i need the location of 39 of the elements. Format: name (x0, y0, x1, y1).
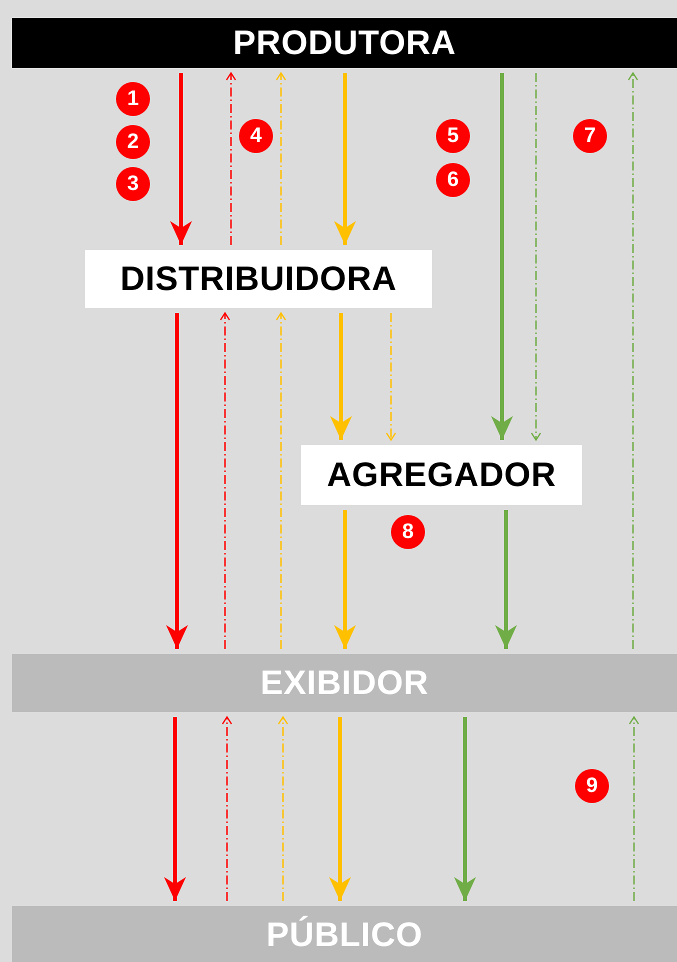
arrow (276, 72, 286, 245)
callout-number: 4 (239, 119, 273, 153)
stage-label: EXIBIDOR (260, 663, 429, 703)
callout-number: 8 (391, 515, 425, 549)
arrow (386, 313, 396, 441)
callout-number: 7 (573, 119, 607, 153)
arrow (495, 510, 517, 649)
arrow (170, 73, 192, 245)
arrow (334, 510, 356, 649)
stage-label: AGREGADOR (326, 455, 556, 495)
arrow (166, 313, 188, 649)
arrow (278, 716, 288, 901)
arrow (276, 312, 286, 649)
callout-number: 9 (575, 769, 609, 803)
arrow (530, 73, 542, 441)
callout-number: 3 (116, 167, 150, 201)
arrow (220, 312, 230, 649)
arrow (628, 72, 638, 649)
callout-number: 5 (436, 119, 470, 153)
arrow (334, 73, 356, 245)
stage-label: PÚBLICO (266, 915, 423, 955)
arrow (329, 717, 351, 901)
stage-label: DISTRIBUIDORA (120, 259, 397, 299)
arrow (454, 717, 476, 901)
label-box (85, 250, 432, 308)
callout-number: 2 (116, 125, 150, 159)
stage-band (12, 654, 677, 712)
arrow (164, 717, 186, 901)
stage-label: PRODUTORA (233, 23, 456, 63)
arrow (330, 313, 352, 440)
arrow (226, 72, 236, 245)
stage-band (12, 906, 677, 962)
arrow (491, 73, 513, 440)
callout-number: 1 (116, 82, 150, 116)
callout-number: 6 (436, 163, 470, 197)
header-band (12, 18, 677, 68)
label-box (301, 445, 582, 505)
arrow (222, 716, 232, 901)
arrow (628, 716, 640, 901)
